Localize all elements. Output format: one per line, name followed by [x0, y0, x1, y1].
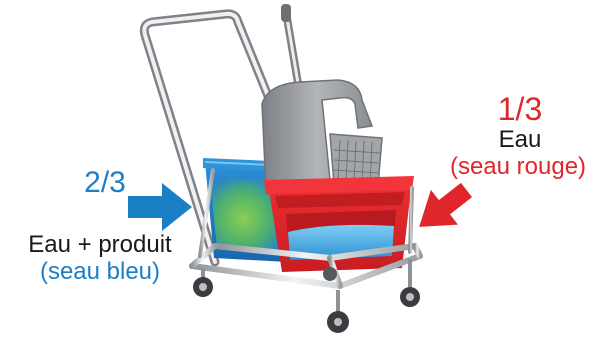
wringer-lever: [281, 4, 304, 99]
red-bucket-fraction: 1/3: [497, 91, 543, 127]
wringer: [261, 79, 383, 193]
down-left-arrow-icon: [419, 182, 473, 227]
blue-bucket-content-label: Eau + produit: [28, 231, 172, 258]
wheel-front-center: [327, 290, 349, 333]
blue-bucket-fraction: 2/3: [84, 166, 126, 199]
blue-bucket-name-label: (seau bleu): [39, 258, 161, 285]
wheel-back-right: [400, 259, 420, 307]
wheels: [193, 259, 420, 333]
red-bucket: [264, 176, 414, 272]
red-bucket-name-label: (seau rouge): [449, 153, 587, 180]
push-handle: [139, 9, 295, 267]
wheel-front-left: [193, 268, 213, 297]
red-bucket-content-label: Eau: [498, 126, 542, 153]
trolley-base: [189, 168, 423, 290]
wheel-back-left: [323, 267, 337, 281]
right-arrow-icon: [128, 183, 192, 231]
